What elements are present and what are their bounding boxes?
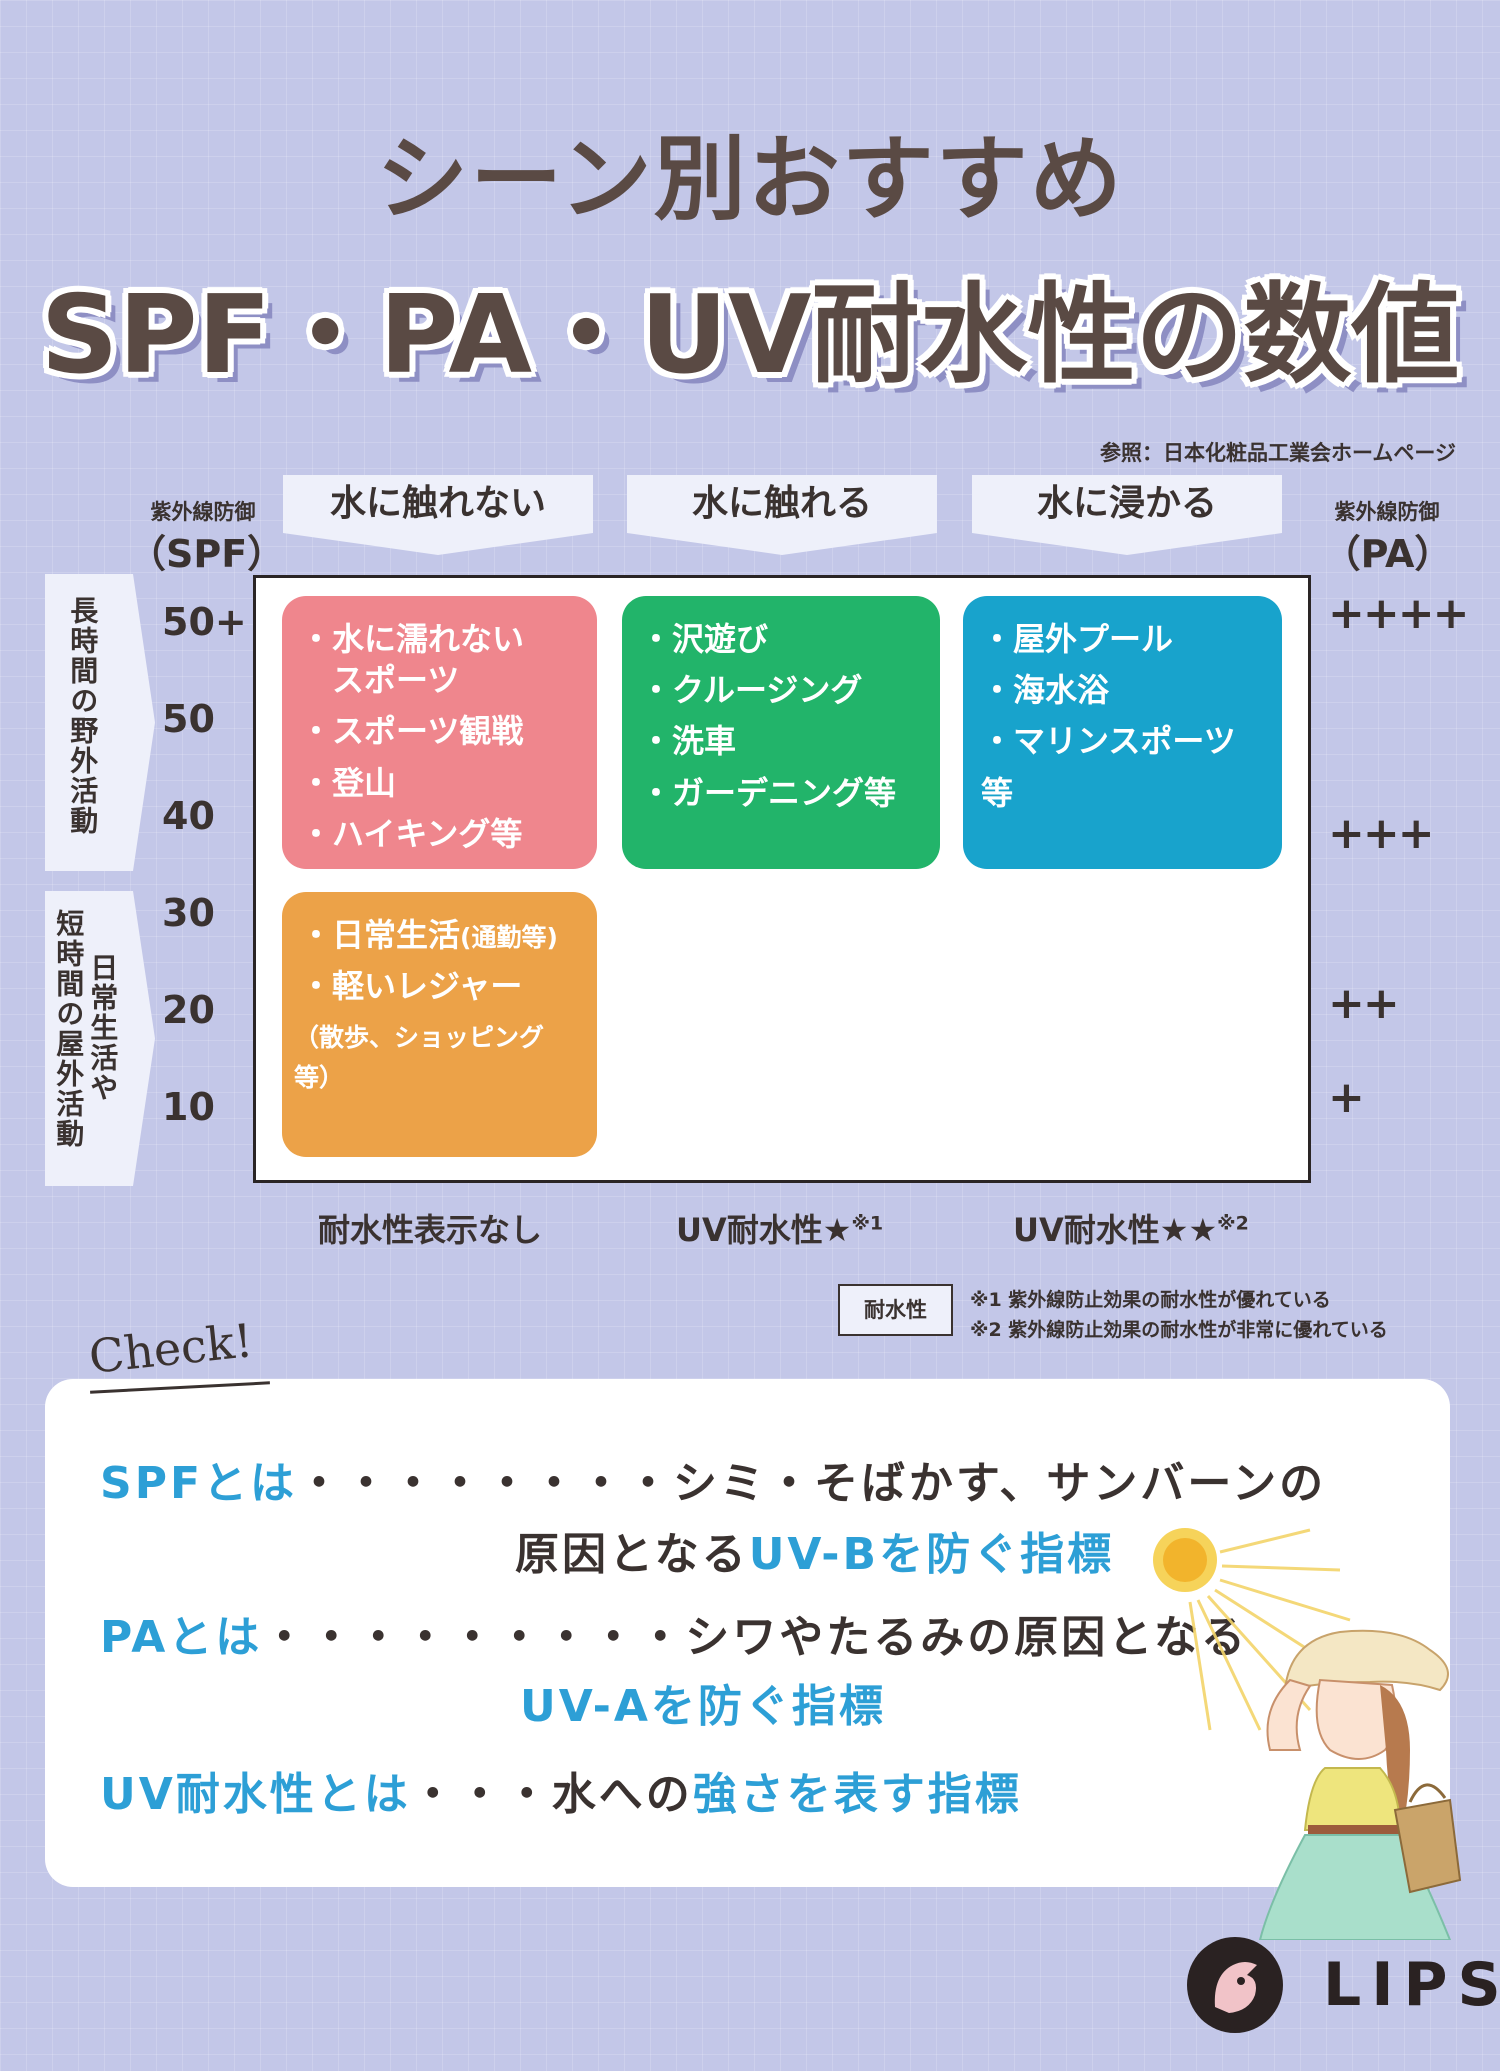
x-label: UV耐水性★★※2 [1013, 1205, 1249, 1251]
spf-tick: 20 [162, 988, 215, 1032]
legend-note-2: ※2 紫外線防止効果の耐水性が非常に優れている [970, 1319, 1388, 1341]
cell-pink: ・水に濡れない スポーツ ・スポーツ観戦 ・登山 ・ハイキング等 [282, 596, 597, 869]
cell-item: ・ガーデニング等 [640, 773, 897, 812]
cell-item: ・日常生活(通勤等) [300, 910, 579, 961]
check-label: Check! [86, 1313, 256, 1384]
pa-term: PAとは [100, 1612, 263, 1663]
cell-item: ・海水浴 [981, 671, 1110, 710]
cell-item: ・水に濡れない [300, 620, 525, 658]
lips-logo-icon [1187, 1937, 1283, 2033]
uv-dots: ・・・ [410, 1769, 552, 1820]
x-label-text: UV耐水性★★ [1013, 1211, 1218, 1249]
pa-tick: +++ [1328, 808, 1435, 859]
spf-desc-2a: 原因となる [515, 1529, 749, 1580]
column-header-label: 水に触れる [691, 483, 872, 524]
spf-axis-label-small: 紫外線防御 [150, 500, 256, 524]
cell-green: ・沢遊び ・クルージング ・洗車 ・ガーデニング等 [622, 596, 940, 869]
pa-tick: + [1328, 1072, 1365, 1123]
spf-desc-2b: UV-Bを防ぐ指標 [748, 1529, 1115, 1580]
x-label-text: 耐水性表示なし [318, 1211, 543, 1249]
spf-tick: 50 [162, 697, 215, 741]
uv-definition-line: UV耐水性とは・・・水への強さを表す指標 [100, 1758, 1022, 1822]
pa-desc-1: シワやたるみの原因となる [685, 1612, 1248, 1663]
brand-name: LIPS [1323, 1950, 1500, 2020]
spf-desc-1: シミ・そばかす、サンバーンの [673, 1458, 1327, 1509]
x-label: 耐水性表示なし [318, 1205, 542, 1251]
spf-tick: 10 [162, 1085, 215, 1129]
column-header-touch-water: 水に触れる [627, 475, 937, 555]
pa-desc-2: UV-Aを防ぐ指標 [520, 1681, 886, 1732]
row-label-short-text-2: 日常生活や [86, 953, 120, 1103]
pa-tick: ++ [1328, 978, 1400, 1029]
row-label-long: 長時間の野外活動 [45, 574, 155, 871]
spf-dots: ・・・・・・・・ [297, 1458, 673, 1509]
uv-desc-b: 強さを表す指標 [692, 1769, 1022, 1820]
column-header-no-water: 水に触れない [283, 475, 593, 555]
cell-item: ・スポーツ観戦 [300, 712, 524, 751]
column-header-label: 水に触れない [329, 483, 546, 524]
source-note: 参照：日本化粧品工業会ホームページ [1100, 441, 1456, 465]
spf-tick: 50+ [162, 600, 247, 644]
legend-note-1: ※1 紫外線防止効果の耐水性が優れている [970, 1289, 1331, 1311]
uv-term: UV耐水性とは [100, 1769, 411, 1820]
row-label-short: 短時間の屋外活動 日常生活や [45, 891, 155, 1186]
cell-item: ・洗車 [640, 722, 737, 761]
check-panel [45, 1379, 1450, 1887]
cell-item-note: （散歩、ショッピング等） [294, 1023, 545, 1093]
woman-figure [1258, 1629, 1462, 1940]
spf-term: SPFとは [100, 1458, 297, 1509]
spf-definition-line-1: SPFとは・・・・・・・・シミ・そばかす、サンバーンの [100, 1447, 1326, 1511]
cell-blue: ・屋外プール ・海水浴 ・マリンスポーツ等 [963, 596, 1282, 869]
cell-item: ・屋外プール [981, 620, 1174, 658]
column-header-in-water: 水に浸かる [972, 475, 1282, 555]
pa-axis-label: （PA） [1322, 532, 1453, 576]
pa-tick: ++++ [1328, 588, 1469, 639]
cell-item-text: ・日常生活 [300, 916, 461, 954]
spf-tick: 40 [162, 794, 215, 838]
spf-tick: 30 [162, 891, 215, 935]
pa-axis-label-small: 紫外線防御 [1334, 500, 1440, 524]
legend-box: 耐水性 [838, 1284, 953, 1336]
spf-definition-line-2: 原因となるUV-Bを防ぐ指標 [515, 1518, 1114, 1582]
title-line-1: シーン別おすすめ [376, 126, 1124, 233]
row-label-short-text: 短時間の屋外活動 [52, 909, 86, 1149]
cell-item: ・沢遊び [640, 620, 769, 658]
cell-item-note: (通勤等) [460, 923, 558, 952]
spf-axis-label: （SPF） [128, 532, 286, 576]
pa-definition-line-1: PAとは・・・・・・・・・シワやたるみの原因となる [100, 1601, 1248, 1665]
x-label: UV耐水性★※1 [676, 1205, 883, 1251]
row-label-long-text: 長時間の野外活動 [66, 596, 100, 836]
uv-desc-a: 水への [551, 1769, 693, 1820]
x-label-note: ※2 [1217, 1212, 1249, 1235]
column-header-label: 水に浸かる [1036, 483, 1217, 524]
cell-orange: ・日常生活(通勤等) ・軽いレジャー （散歩、ショッピング等） [282, 892, 597, 1157]
cell-item: スポーツ [300, 661, 460, 700]
x-label-text: UV耐水性★ [676, 1211, 852, 1249]
pa-definition-line-2: UV-Aを防ぐ指標 [520, 1670, 886, 1734]
cell-item: ・軽いレジャー [300, 967, 523, 1006]
pa-dots: ・・・・・・・・・ [262, 1612, 686, 1663]
woman-sun-illustration [1153, 1528, 1462, 1940]
x-label-note: ※1 [851, 1212, 884, 1235]
cell-item: ・登山 [300, 763, 397, 802]
cell-item: ・ハイキング等 [300, 814, 523, 853]
cell-item: ・クルージング [640, 671, 863, 710]
title-line-2: SPF・PA・UV耐水性の数値 [40, 273, 1460, 398]
cell-item: ・マリンスポーツ等 [981, 722, 1236, 812]
